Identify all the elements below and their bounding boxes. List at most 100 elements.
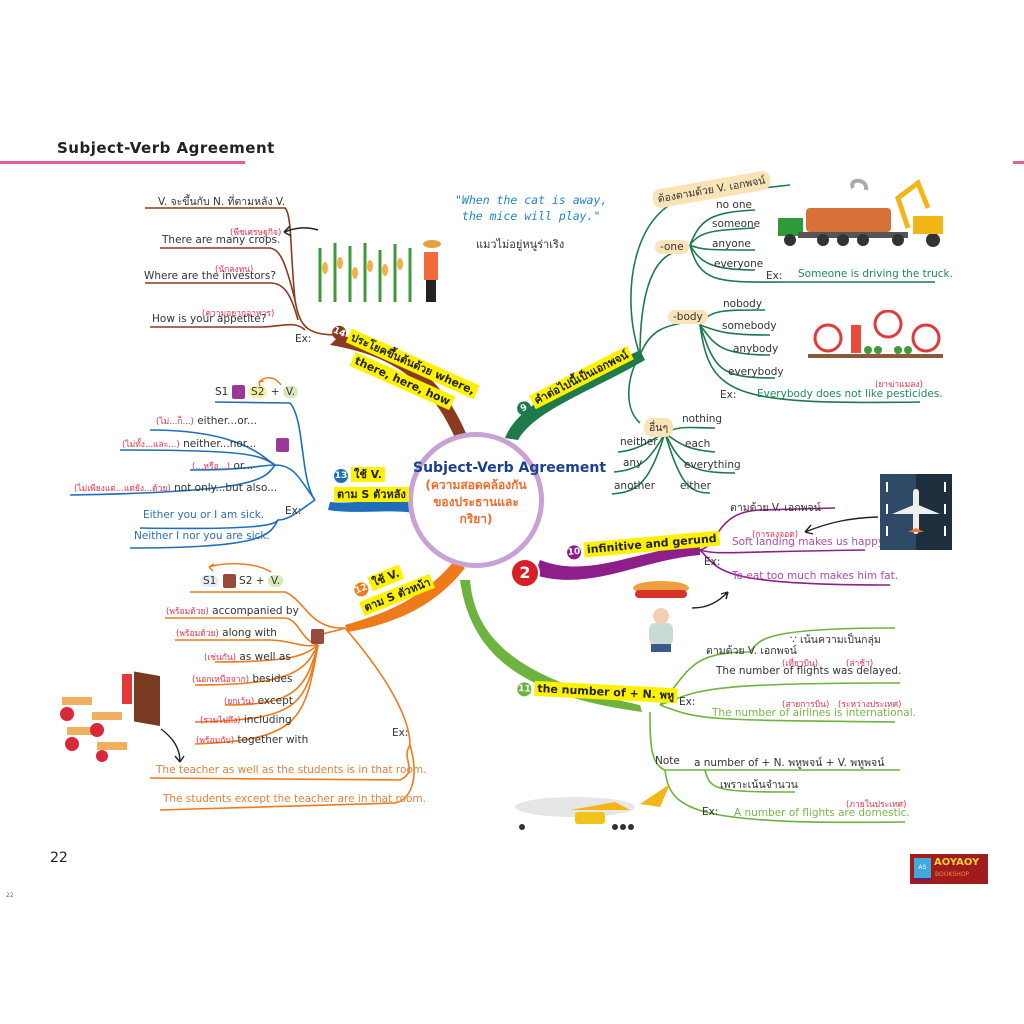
man-with-hotdog-illustration — [632, 578, 690, 658]
b9-other-right-4: either — [680, 480, 711, 492]
b13-item-1-text: either...or... — [197, 415, 257, 427]
b13-item-4-text: not only...but also... — [174, 482, 278, 494]
b11-gloss-2a: (สายการบิน) — [782, 700, 830, 710]
b11-rule: ตามด้วย V. เอกพจน์ — [706, 645, 797, 657]
b12-item-7-text: together with — [237, 734, 309, 746]
b11-note-reason: เพราะเน้นจำนวน — [720, 779, 798, 791]
b11-gloss-2b: (ระหว่างประเทศ) — [838, 700, 902, 710]
branch-13-number: 13 — [334, 469, 348, 483]
b11-note-ex-label: Ex: — [702, 806, 719, 818]
b12-item-6-gloss: (รวมไปถึง) — [200, 716, 241, 726]
cargo-plane-illustration — [510, 782, 670, 832]
b11-gloss-1a: (เที่ยวบิน) — [782, 659, 819, 669]
page-title: Subject-Verb Agreement — [57, 139, 275, 157]
b13-plus: + — [270, 386, 280, 398]
quote-thai: แมวไม่อยู่หนูร่าเริง — [476, 238, 565, 251]
branch-13-trunk — [328, 498, 422, 514]
b12-item-6: (รวมไปถึง) including — [200, 713, 292, 727]
b12-item-7: (พร้อมกับ) together with — [196, 733, 308, 747]
b13-item-1-gloss: (ไม่...ก็...) — [156, 417, 194, 427]
b13-item-4: (ไม่เพียงแต่...แต่ยัง...ด้วย) not only..… — [74, 481, 277, 495]
b9-body-item-2: somebody — [722, 320, 777, 332]
b11-note-rule: a number of + N. พหูพจน์ + V. พหูพจน์ — [694, 757, 885, 769]
b9-other-tag: อื่นๆ — [644, 418, 674, 437]
center-topic-node[interactable]: Subject-Verb Agreement (ความสอดคล้องกัน … — [408, 432, 606, 568]
b9-body-item-3: anybody — [733, 343, 779, 355]
title-underline — [0, 161, 245, 164]
b9-body-ex-label: Ex: — [720, 389, 737, 401]
logo-subtitle: BOOKSHOP — [935, 871, 970, 878]
b13-item-3: (...หรือ...) or... — [192, 459, 253, 473]
b9-one-item-3: anyone — [712, 238, 751, 250]
b12-v: V. — [267, 575, 284, 587]
b12-ex-label: Ex: — [392, 727, 409, 739]
b14-gloss-2: (นักลงทุน) — [215, 265, 254, 275]
b9-body-tag: -body — [668, 310, 708, 324]
b12-item-4-text: besides — [252, 673, 293, 685]
branch-13-label-2: ตาม S ตัวหลัง — [334, 487, 409, 502]
b13-ex-label: Ex: — [285, 505, 302, 517]
b10-example-1: Soft landing makes us happy. — [732, 536, 886, 548]
b14-gloss-1: (พืชเศรษฐกิจ) — [230, 228, 282, 238]
b11-example-2: The number of airlines is international. — [712, 707, 916, 719]
b9-other-right-1: nothing — [682, 413, 723, 425]
b12-example-1: The teacher as well as the students is i… — [156, 764, 427, 776]
b14-example-2: Where are the investors? — [144, 270, 276, 282]
b14-gloss-3: (ความอยากอาหาร) — [202, 309, 275, 319]
b14-ex-label: Ex: — [295, 333, 312, 345]
quote-line-1: "When the cat is away, — [455, 193, 608, 207]
b9-one-item-1: no one — [716, 199, 752, 211]
b9-one-item-2: someone — [712, 218, 761, 230]
b10-ex-label: Ex: — [704, 556, 721, 568]
bookshop-logo[interactable]: AS AOYAOY BOOKSHOP — [910, 854, 988, 884]
b10-gloss-1: (การลงจอด) — [752, 530, 799, 540]
b9-body-item-4: everybody — [728, 366, 784, 378]
proverb-quote: "When the cat is away, the mice will pla… — [455, 192, 607, 224]
b12-item-5: (ยกเว้น) except — [224, 694, 293, 708]
b12-item-4-gloss: (นอกเหนือจาก) — [192, 675, 250, 685]
pesticide-illustration — [808, 309, 943, 362]
b11-note-gloss: (ภายในประเทศ) — [846, 800, 907, 810]
logo-name: AOYAOY — [934, 857, 980, 868]
b13-item-4-gloss: (ไม่เพียงแต่...แต่ยัง...ด้วย) — [74, 484, 171, 494]
b13-item-2: (ไม่ทั้ง...และ...) neither...nor... — [122, 437, 256, 451]
b11-ex-label: Ex: — [679, 696, 696, 708]
b12-item-5-gloss: (ยกเว้น) — [224, 697, 255, 707]
classroom-illustration — [52, 652, 162, 762]
b12-s2: S2 — [239, 575, 253, 587]
b13-item-2-gloss: (ไม่ทั้ง...และ...) — [122, 440, 180, 450]
b9-other-left-3: another — [614, 480, 656, 492]
b14-example-1: There are many crops. — [162, 234, 281, 246]
b12-item-4: (นอกเหนือจาก) besides — [192, 672, 292, 686]
airplane-runway-illustration — [880, 474, 952, 550]
b12-item-2-gloss: (พร้อมด้วย) — [176, 629, 219, 639]
b12-item-5-text: except — [257, 695, 293, 707]
b11-rule-note: ∵ เน้นความเป็นกลุ่ม — [790, 634, 881, 646]
b11-note-example: A number of flights are domestic. — [734, 807, 910, 819]
b11-gloss-1b: (ล่าช้า) — [846, 659, 874, 669]
b9-body-example: Everybody does not like pesticides. — [757, 388, 943, 400]
b13-connector-box-icon — [231, 385, 245, 399]
b13-example-1: Either you or I am sick. — [143, 509, 265, 521]
b9-other-left-2: any — [623, 457, 643, 469]
b9-body-item-1: nobody — [723, 298, 763, 310]
arrow-to-example-icon — [160, 728, 185, 763]
b13-item-2-text: neither...nor... — [183, 438, 257, 450]
b13-item-1: (ไม่...ก็...) either...or... — [156, 414, 257, 428]
branch-10-trunk — [535, 545, 700, 580]
chapter-badge: 2 — [510, 558, 540, 588]
arrow-to-crops-icon — [283, 225, 319, 237]
b9-other-right-3: everything — [684, 459, 741, 471]
b13-connector-box-icon-2 — [276, 438, 289, 452]
center-title-th-2: ของประธานและ — [433, 495, 519, 509]
branch-10-number: 10 — [566, 544, 582, 560]
b12-item-2: (พร้อมด้วย) along with — [176, 626, 277, 640]
b13-item-3-gloss: (...หรือ...) — [192, 462, 231, 472]
b12-item-3-text: as well as — [239, 651, 291, 663]
log-truck-illustration — [778, 178, 950, 248]
b9-other-right-2: each — [685, 438, 711, 450]
b14-rule: V. จะขึ้นกับ N. ที่ตามหลัง V. — [158, 196, 286, 208]
b9-body-gloss: (ยาฆ่าแมลง) — [875, 380, 923, 390]
center-title-th-1: (ความสอดคล้องกัน — [425, 478, 527, 492]
